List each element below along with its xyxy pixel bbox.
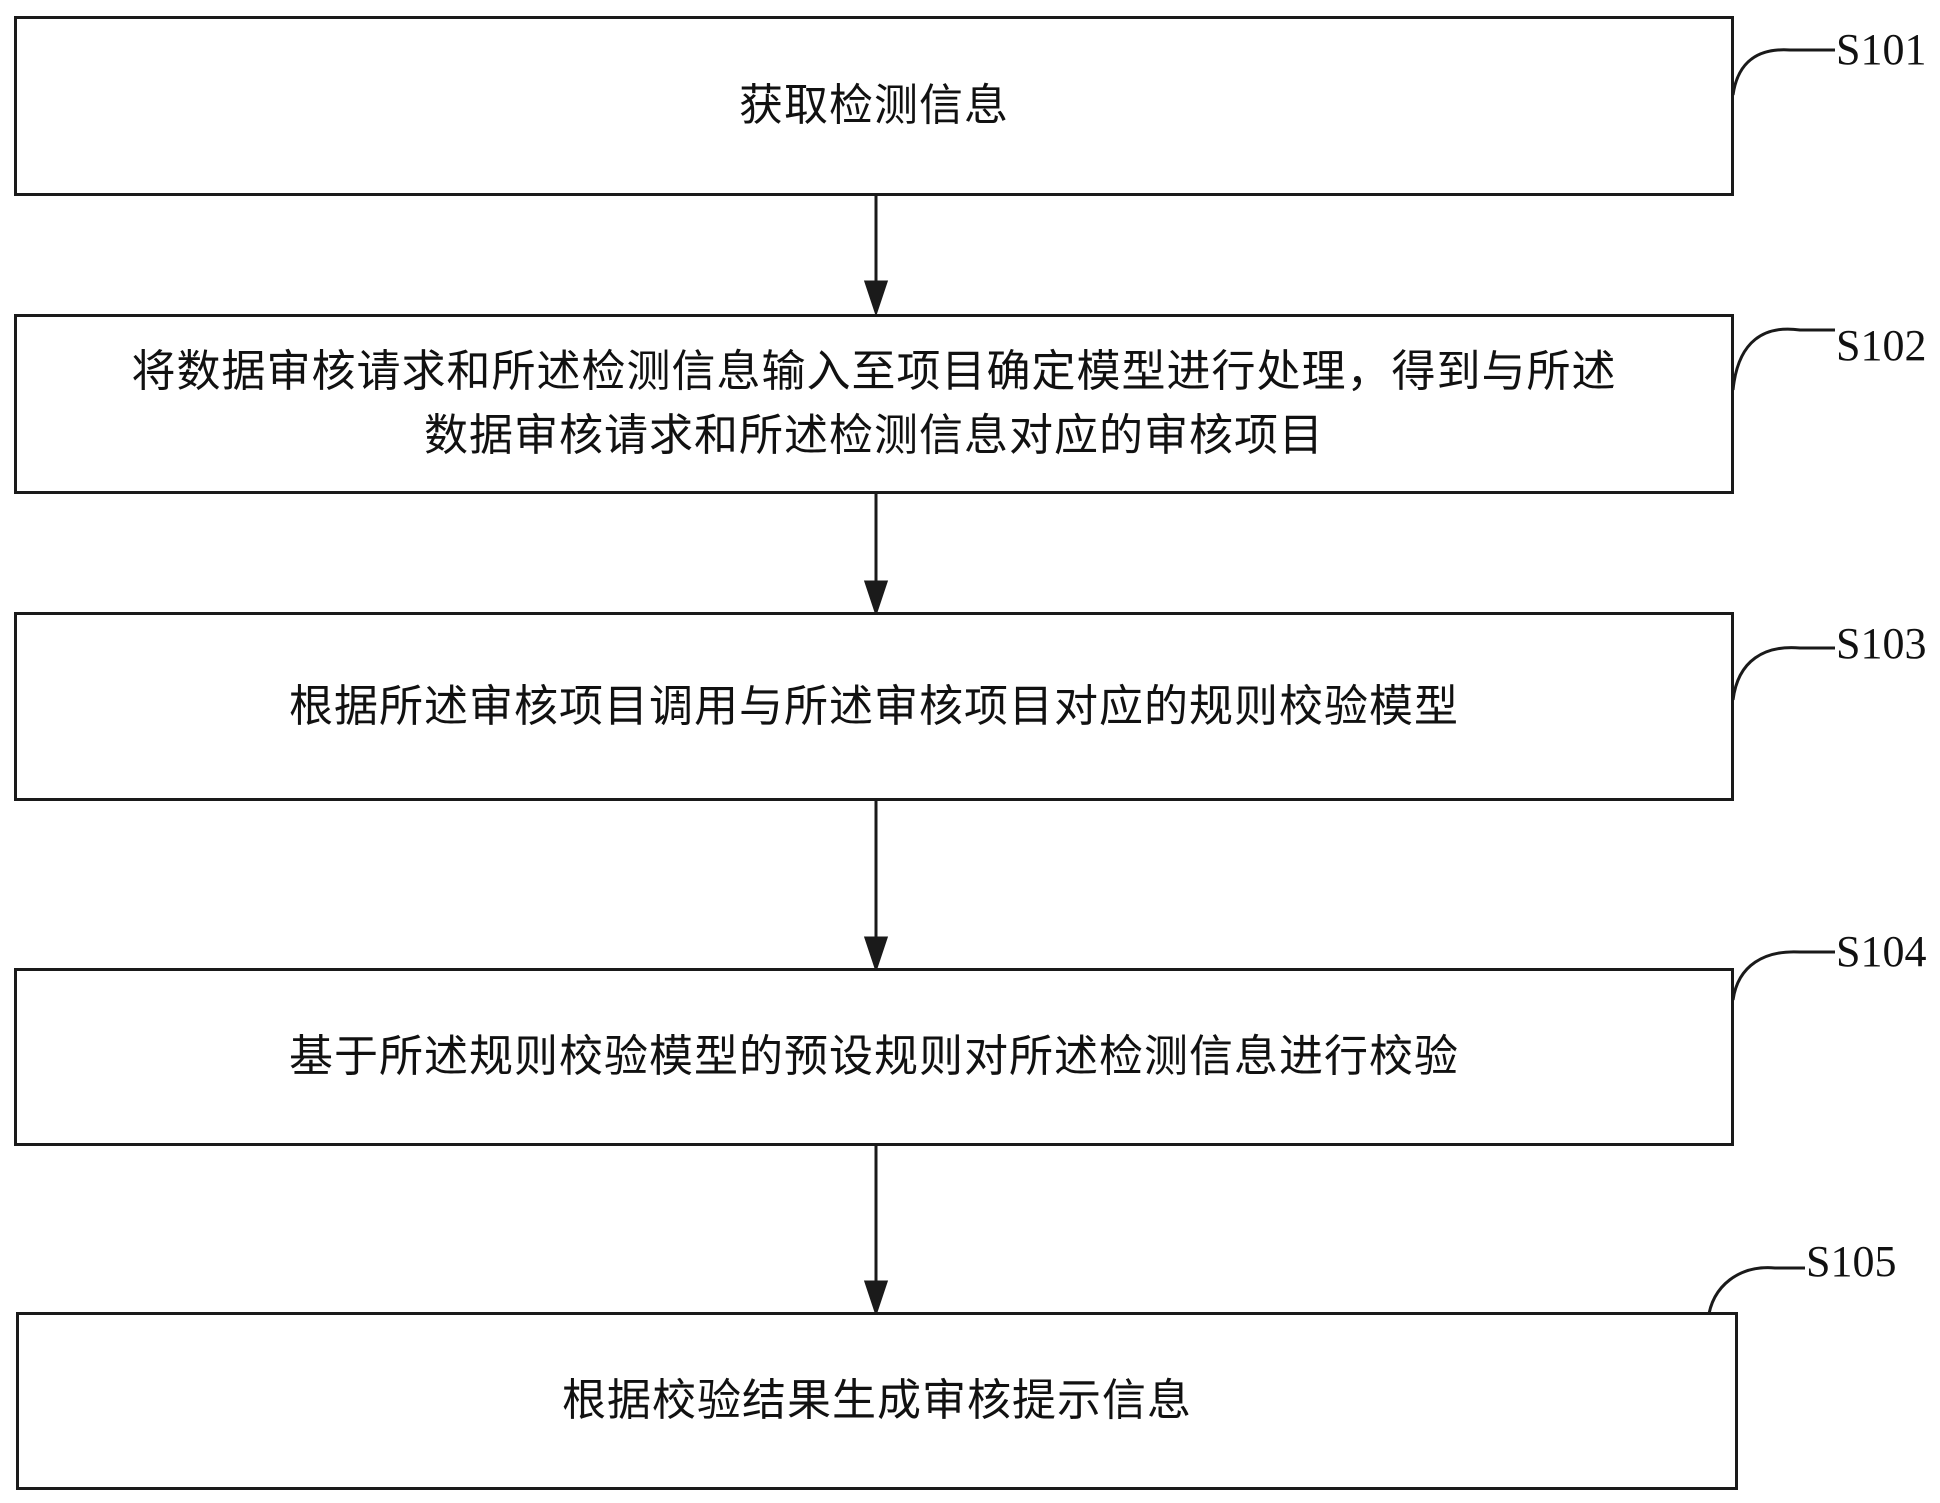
- step-text-s102: 将数据审核请求和所述检测信息输入至项目确定模型进行处理，得到与所述 数据审核请求…: [132, 340, 1617, 468]
- arrowhead-s102: [863, 280, 889, 317]
- step-box-s105: 根据校验结果生成审核提示信息: [16, 1312, 1738, 1490]
- step-label-s105: S105: [1806, 1237, 1897, 1286]
- arrowhead-s105: [863, 1280, 889, 1317]
- step-text-s102-line1: 将数据审核请求和所述检测信息输入至项目确定模型进行处理，得到与所述: [131, 346, 1617, 397]
- step-box-s102: 将数据审核请求和所述检测信息输入至项目确定模型进行处理，得到与所述 数据审核请求…: [14, 314, 1734, 494]
- step-text-s105: 根据校验结果生成审核提示信息: [562, 1375, 1192, 1426]
- step-text-s102-line2: 数据审核请求和所述检测信息对应的审核项目: [424, 410, 1324, 461]
- leader-s105: [1706, 1266, 1805, 1321]
- step-box-s101: 获取检测信息: [14, 16, 1734, 196]
- leader-s104: [1731, 950, 1835, 1001]
- step-label-s103: S103: [1836, 619, 1927, 668]
- arrowhead-s103: [863, 580, 889, 617]
- leader-s102: [1731, 327, 1835, 391]
- leader-s103: [1731, 646, 1835, 701]
- step-text-s101: 获取检测信息: [739, 80, 1009, 131]
- step-box-s104: 基于所述规则校验模型的预设规则对所述检测信息进行校验: [14, 968, 1734, 1146]
- leader-s101: [1731, 48, 1835, 96]
- step-label-s102: S102: [1836, 321, 1927, 370]
- step-label-s104: S104: [1836, 927, 1927, 976]
- arrowhead-s104: [863, 936, 889, 973]
- step-label-s101: S101: [1836, 25, 1927, 74]
- step-text-s104: 基于所述规则校验模型的预设规则对所述检测信息进行校验: [289, 1031, 1459, 1082]
- step-text-s103: 根据所述审核项目调用与所述审核项目对应的规则校验模型: [289, 680, 1459, 732]
- step-box-s103: 根据所述审核项目调用与所述审核项目对应的规则校验模型: [14, 612, 1734, 801]
